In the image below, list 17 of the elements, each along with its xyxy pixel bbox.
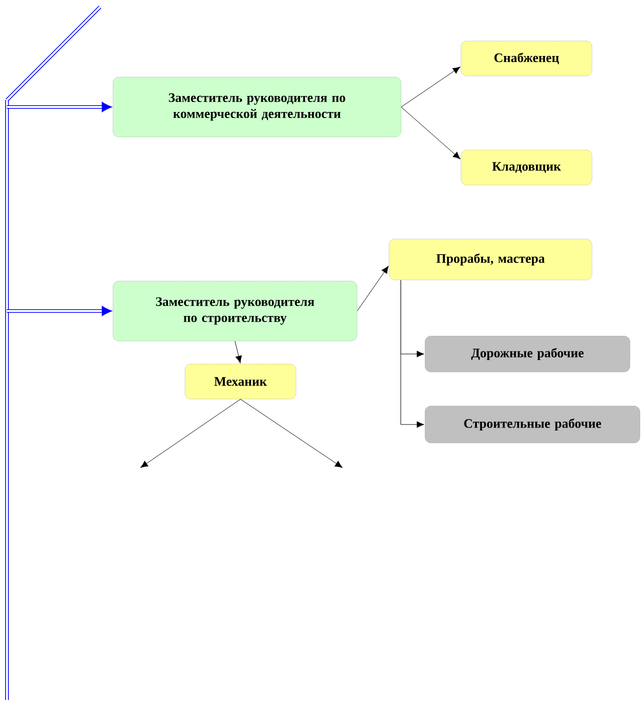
arrow (400, 106, 460, 160)
deputy-box: Заместитель руководителя по коммерческой деятельности (112, 76, 402, 138)
arrow (400, 280, 424, 428)
arrow (140, 398, 241, 468)
worker-box: Дорожные рабочие (424, 336, 630, 372)
role-box: Снабженец (460, 40, 592, 76)
arrow (400, 66, 460, 108)
deputy-box: Заместитель руководителя по строительству (112, 280, 358, 342)
role-box: Прорабы, мастера (388, 238, 592, 280)
arrow (234, 340, 242, 364)
role-box: Кладовщик (460, 150, 592, 186)
connector-arrow (6, 306, 112, 316)
role-box: Механик (184, 364, 296, 400)
arrow (240, 398, 342, 468)
connector-arrow (6, 102, 112, 112)
worker-box: Строительные рабочие (424, 406, 640, 444)
arrow (356, 266, 389, 312)
